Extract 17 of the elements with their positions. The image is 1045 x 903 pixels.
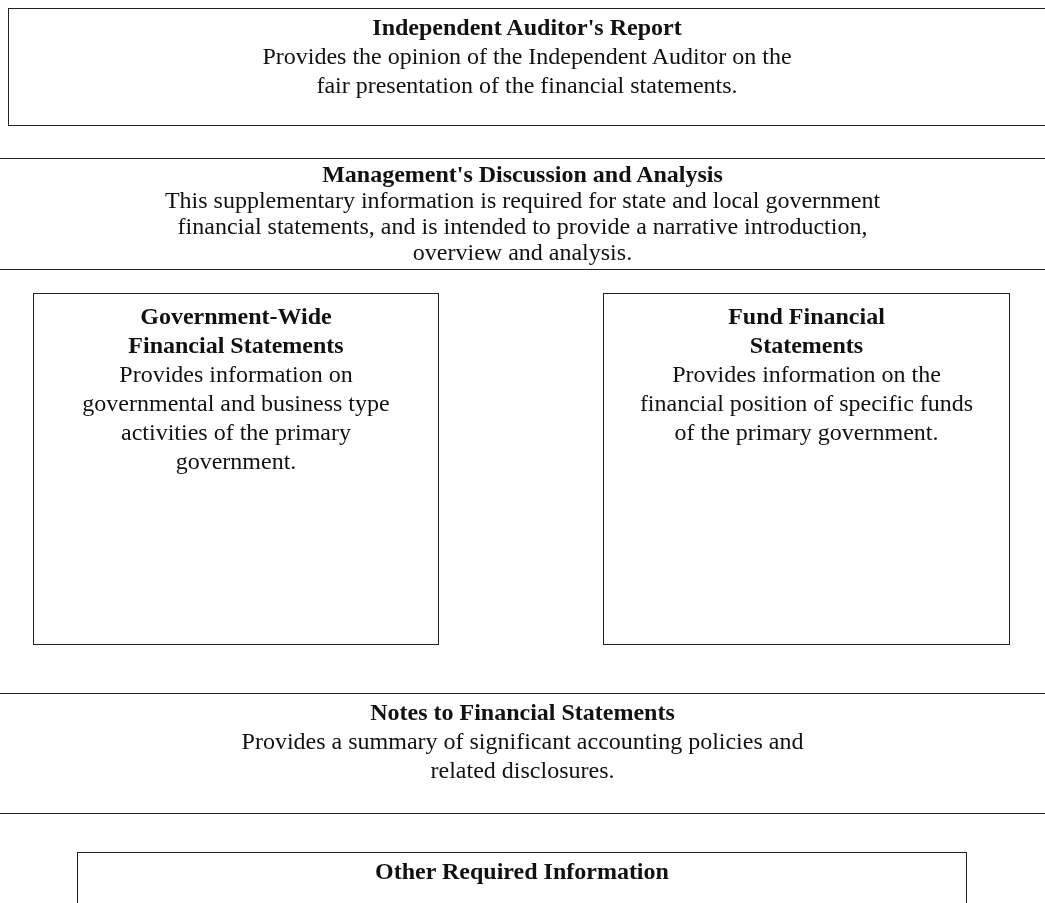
description-text: Provides a summary of significant accounting policies and related disclosures. [240,727,805,785]
report-box [8,8,1045,126]
description-text: This supplementary information is required for state and local government financial statements, and is intended to provide a narrative introduction, overview and analysis. [163,187,882,265]
section-heading: Notes to Financial Statements [369,698,676,727]
section-heading: Independent Auditor's Report [371,13,683,42]
description-text: Provides the opinion of the Independent Auditor on the fair presentation of the financial statements. [261,42,793,100]
info-box [77,852,967,903]
description-text: Provides information on the financial position of specific funds of the primary government. [638,360,975,447]
section-band [0,158,1045,270]
section-heading: Other Required Information [374,857,670,886]
section-heading: Fund Financial Statements [727,302,886,360]
statement-box [603,293,1010,645]
section-heading: Government-Wide Financial Statements [127,302,345,360]
statement-box [33,293,439,645]
section-heading: Management's Discussion and Analysis [321,161,724,187]
description-text: Provides information on governmental and business type activities of the primary government. [81,360,391,476]
section-band [0,693,1045,814]
